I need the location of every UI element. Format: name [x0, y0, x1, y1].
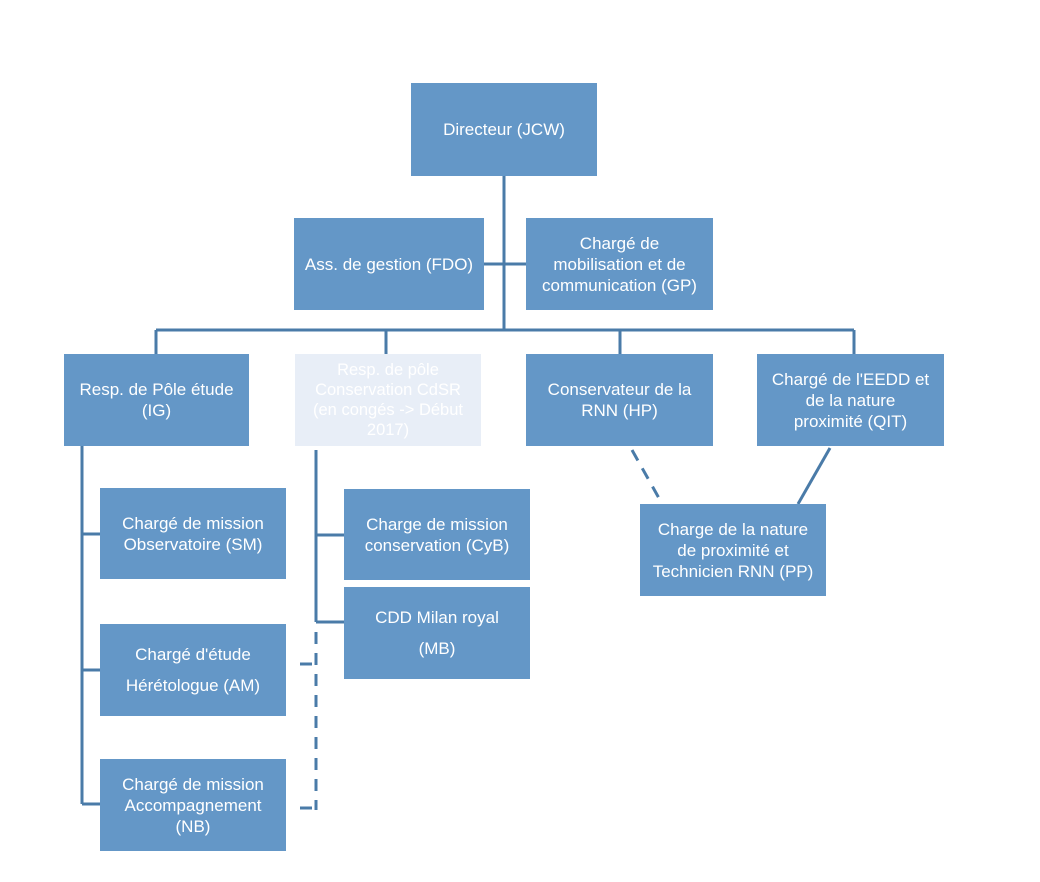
conservateur-label: Conservateur de la RNN (HP) [547, 380, 692, 420]
milan-label: CDD Milan royal (MB) [375, 608, 499, 658]
observatoire-label: Chargé de mission Observatoire (SM) [122, 513, 264, 554]
director-box: Directeur (JCW) [411, 83, 597, 176]
herpetologue-label: Chargé d'étude Hérétologue (AM) [125, 645, 261, 695]
conservation-mission-label: Charge de mission conservation (CyB) [364, 514, 510, 555]
accompagnement-label: Chargé de mission Accompagnement (NB) [122, 774, 264, 836]
pole-conservation-box: Resp. de pôle Conservation CdSR (en cong… [295, 354, 481, 446]
nature-proximite-box: Charge de la nature de proximité et Tech… [640, 504, 826, 596]
assistant-box: Ass. de gestion (FDO) [294, 218, 484, 310]
conservation-mission-box: Charge de mission conservation (CyB) [344, 489, 530, 580]
observatoire-box: Chargé de mission Observatoire (SM) [100, 488, 286, 579]
milan-box: CDD Milan royal (MB) [344, 587, 530, 679]
assistant-label: Ass. de gestion (FDO) [304, 254, 474, 274]
pole-conservation-label: Resp. de pôle Conservation CdSR (en cong… [313, 361, 463, 439]
accompagnement-box: Chargé de mission Accompagnement (NB) [100, 759, 286, 851]
pole-etude-label: Resp. de Pôle étude (IG) [79, 380, 234, 420]
pole-etude-box: Resp. de Pôle étude (IG) [64, 354, 249, 446]
conservateur-box: Conservateur de la RNN (HP) [526, 354, 713, 446]
herpetologue-box: Chargé d'étude Hérétologue (AM) [100, 624, 286, 716]
eedd-box: Chargé de l'EEDD et de la nature proximi… [757, 354, 944, 446]
mobilisation-label: Chargé de mobilisation et de communicati… [542, 233, 697, 295]
eedd-label: Chargé de l'EEDD et de la nature proximi… [771, 369, 930, 431]
nature-proximite-label: Charge de la nature de proximité et Tech… [652, 519, 814, 581]
mobilisation-box: Chargé de mobilisation et de communicati… [526, 218, 713, 310]
director-label: Directeur (JCW) [443, 120, 565, 139]
